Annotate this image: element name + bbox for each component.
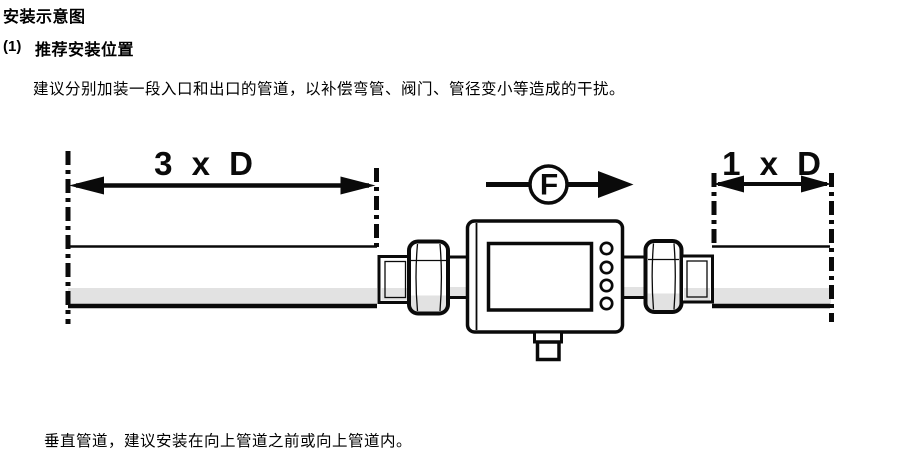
- downstream-dimension-label: 1 x D: [722, 145, 826, 182]
- downstream-dimension-arrow: [713, 175, 832, 193]
- meter-button-2: [599, 260, 614, 275]
- intro-text: 建议分别加装一段入口和出口的管道，以补偿弯管、阀门、管径变小等造成的干扰。: [33, 81, 626, 98]
- upstream-hex-nut: [407, 239, 450, 316]
- section-number: (1): [3, 38, 22, 55]
- meter-cable-connector: [533, 330, 563, 362]
- downstream-stub: [621, 255, 647, 299]
- meter-buttons: [599, 241, 614, 311]
- note-text: 垂直管道，建议安装在向上管道之前或向上管道内。: [44, 433, 413, 450]
- upstream-dimension-arrow: [69, 176, 376, 195]
- centerline-marks: [65, 151, 834, 324]
- meter-button-1: [599, 241, 614, 256]
- meter-button-4: [599, 296, 614, 311]
- upstream-union-fitting: [377, 255, 411, 304]
- meter-display: [486, 241, 594, 312]
- section-title: 推荐安装位置: [35, 42, 135, 59]
- flow-direction-arrow: [486, 164, 634, 205]
- flow-symbol-label: F: [539, 168, 559, 202]
- downstream-hex-nut: [643, 239, 684, 314]
- meter-button-3: [599, 278, 614, 293]
- flow-symbol-circle: [528, 164, 569, 205]
- upstream-dimension-label: 3 x D: [154, 145, 258, 182]
- flow-meter: [465, 219, 625, 362]
- downstream-union-fitting: [680, 254, 714, 304]
- upstream-pipe: [68, 245, 377, 309]
- page-title: 安装示意图: [3, 9, 86, 26]
- downstream-pipe: [712, 245, 831, 309]
